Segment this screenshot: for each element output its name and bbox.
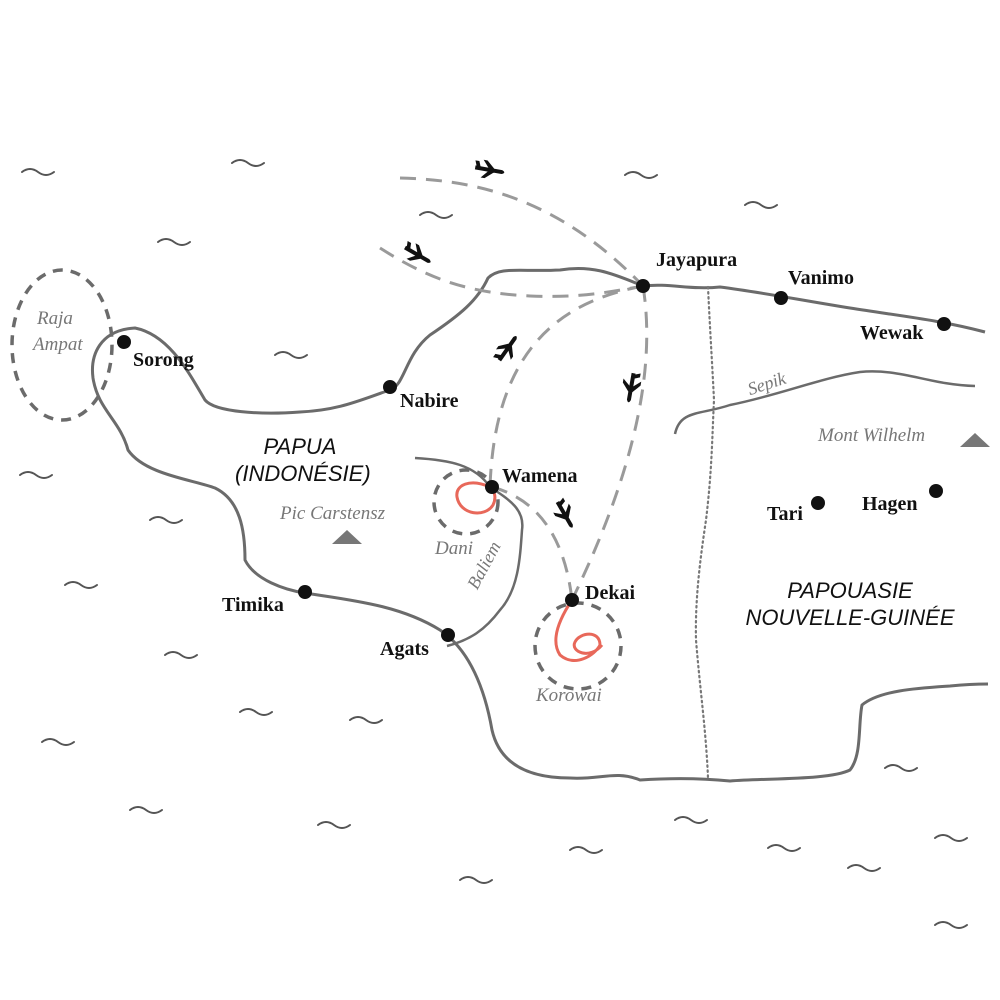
wave (239, 708, 273, 716)
wave (19, 471, 53, 479)
coast-south-north (91, 266, 989, 783)
city-dot-sorong (117, 335, 131, 349)
city-label-wamena: Wamena (502, 465, 578, 487)
mont-wilhelm-label: Mont Wilhelm (818, 425, 926, 446)
city-dot-timika (298, 585, 312, 599)
mountain-icon (960, 433, 990, 447)
region-label-papua: PAPUA (INDONÉSIE) (235, 433, 371, 487)
region-label-line: (INDONÉSIE) (235, 461, 371, 486)
border-line (694, 285, 716, 780)
city-label-timika: Timika (222, 594, 284, 616)
sea-waves (19, 159, 968, 929)
city-label-jayapura: Jayapura (656, 249, 738, 271)
wave (569, 846, 603, 854)
city-dot-wamena (485, 480, 499, 494)
city-dot-nabire (383, 380, 397, 394)
raja-ampat-zone (10, 268, 114, 422)
treks (455, 481, 604, 662)
wave (459, 876, 493, 884)
wave (419, 211, 453, 219)
region-label-line: PAPOUASIE (787, 578, 913, 603)
plane-icon (553, 497, 573, 528)
wave (624, 171, 658, 179)
wave (21, 168, 55, 176)
city-label-hagen: Hagen (862, 493, 918, 515)
flight-routes (379, 176, 649, 601)
plane-icon (493, 335, 517, 362)
plane-icon (404, 240, 431, 263)
city-dot-wewak (937, 317, 951, 331)
wave (934, 834, 968, 842)
wave (129, 806, 163, 814)
city-dot-tari (811, 496, 825, 510)
dani-trek (455, 481, 497, 515)
korowai-zone (533, 601, 623, 691)
wave (231, 159, 265, 167)
city-dot-hagen (929, 484, 943, 498)
flight-route (570, 285, 649, 601)
korowai-trek (554, 599, 604, 662)
wave (847, 864, 881, 872)
city-label-vanimo: Vanimo (788, 267, 854, 289)
wave (157, 238, 191, 246)
city-label-dekai: Dekai (585, 582, 635, 604)
flight-route (379, 246, 644, 298)
wave (934, 921, 968, 929)
city-dot-vanimo (774, 291, 788, 305)
region-label-png: PAPOUASIE NOUVELLE-GUINÉE (720, 577, 980, 631)
raja-ampat-label-line: Ampat (33, 334, 83, 355)
wave (767, 844, 801, 852)
mountain-icon (332, 530, 362, 544)
region-label-line: NOUVELLE-GUINÉE (745, 605, 955, 630)
wave (164, 651, 198, 659)
flight-route (488, 284, 644, 488)
wave (349, 716, 383, 724)
dani-label: Dani (435, 538, 473, 559)
dani-zone (432, 468, 500, 536)
wave (41, 738, 75, 746)
wave (149, 516, 183, 524)
wave (274, 351, 308, 359)
plane-icon (622, 372, 642, 403)
city-dot-jayapura (636, 279, 650, 293)
pic-carstensz-label: Pic Carstensz (280, 503, 386, 524)
sepik-river (673, 370, 976, 435)
region-label-line: PAPUA (263, 434, 337, 459)
city-label-sorong: Sorong (133, 349, 194, 371)
korowai-label: Korowai (536, 685, 602, 706)
coastline (91, 266, 989, 783)
wave (64, 581, 98, 589)
planes (404, 159, 642, 528)
raja-ampat-label-line: Raja (37, 308, 73, 329)
wave (884, 764, 918, 772)
city-label-agats: Agats (380, 638, 429, 660)
city-dot-dekai (565, 593, 579, 607)
coast-north-png (642, 283, 986, 334)
wave (674, 816, 708, 824)
city-label-wewak: Wewak (860, 322, 924, 344)
wave (744, 201, 778, 209)
wave (317, 821, 351, 829)
baliem-river (414, 456, 524, 648)
city-label-nabire: Nabire (400, 390, 459, 412)
city-dot-agats (441, 628, 455, 642)
city-label-tari: Tari (767, 503, 803, 525)
plane-icon (474, 159, 505, 179)
flight-route (399, 176, 645, 288)
city-dots (117, 279, 951, 642)
raja-ampat-label: Raja Ampat (33, 306, 83, 358)
